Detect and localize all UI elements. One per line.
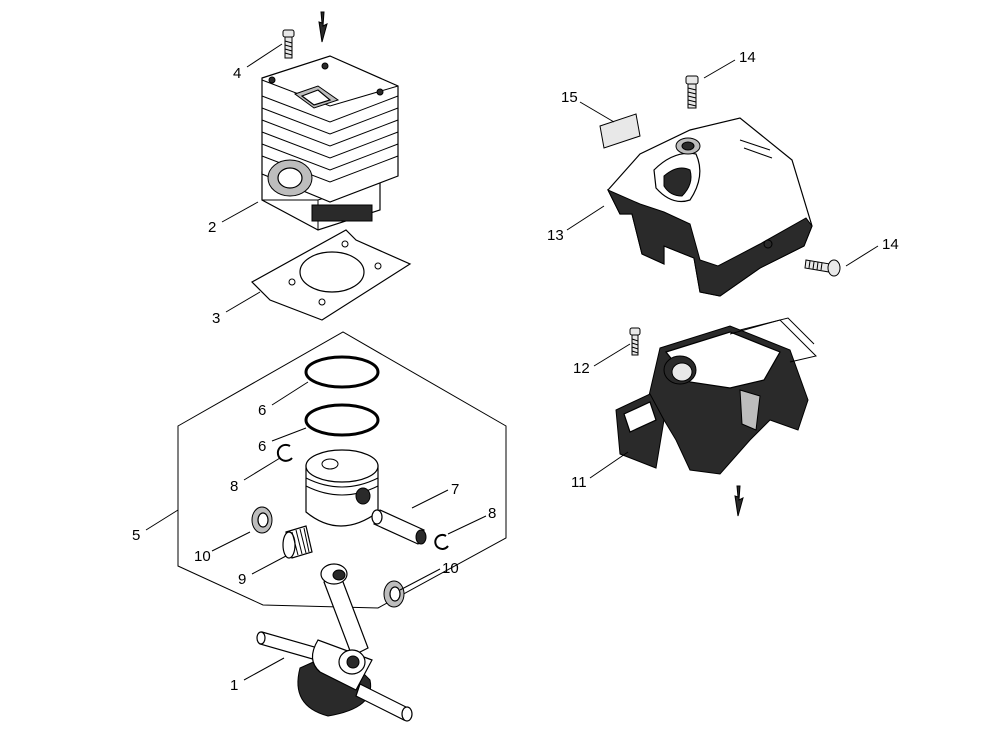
callout-12: 12 bbox=[573, 360, 590, 377]
callout-7: 7 bbox=[451, 481, 459, 498]
part-4-screw bbox=[282, 29, 295, 59]
callout-11: 11 bbox=[571, 474, 587, 491]
part-8-circlip-right bbox=[434, 533, 449, 550]
callout-13: 13 bbox=[547, 227, 564, 244]
part-11-lower-housing bbox=[615, 317, 817, 475]
callout-6-upper: 6 bbox=[258, 402, 266, 419]
part-14-screw-side bbox=[804, 259, 841, 277]
part-10-washer-left bbox=[251, 506, 273, 534]
callout-8-right: 8 bbox=[488, 505, 496, 522]
callout-14-side: 14 bbox=[882, 236, 899, 253]
part-6-piston-ring-upper bbox=[304, 355, 380, 389]
callout-14-top: 14 bbox=[739, 49, 756, 66]
callout-15: 15 bbox=[561, 89, 578, 106]
callout-5: 5 bbox=[132, 527, 140, 544]
callout-10-right: 10 bbox=[442, 560, 459, 577]
part-12-screw bbox=[629, 327, 641, 356]
callout-8-left: 8 bbox=[230, 478, 238, 495]
part-1-crankshaft bbox=[256, 563, 413, 722]
callout-2: 2 bbox=[208, 219, 216, 236]
part-2-cylinder bbox=[261, 55, 399, 231]
piston bbox=[305, 449, 379, 527]
part-13-top-cover bbox=[606, 117, 813, 297]
part-14-screw-top bbox=[685, 75, 699, 109]
part-8-circlip-left bbox=[276, 443, 293, 462]
callout-4: 4 bbox=[233, 65, 241, 82]
leader-lines bbox=[145, 43, 879, 681]
part-10-washer-right bbox=[383, 580, 405, 608]
direction-arrow-bottom bbox=[734, 485, 744, 517]
callout-6-lower: 6 bbox=[258, 438, 266, 455]
callout-1: 1 bbox=[230, 677, 238, 694]
part-3-gasket bbox=[251, 229, 412, 321]
part-15-decal bbox=[599, 113, 641, 149]
part-7-piston-pin bbox=[371, 509, 427, 545]
direction-arrow-top bbox=[318, 11, 328, 43]
part-6-piston-ring-lower bbox=[304, 403, 380, 437]
callout-9: 9 bbox=[238, 571, 246, 588]
part-5-piston-kit-outline bbox=[177, 331, 507, 609]
part-9-needle-bearing bbox=[282, 525, 313, 559]
callout-3: 3 bbox=[212, 310, 220, 327]
callout-10-left: 10 bbox=[194, 548, 211, 565]
